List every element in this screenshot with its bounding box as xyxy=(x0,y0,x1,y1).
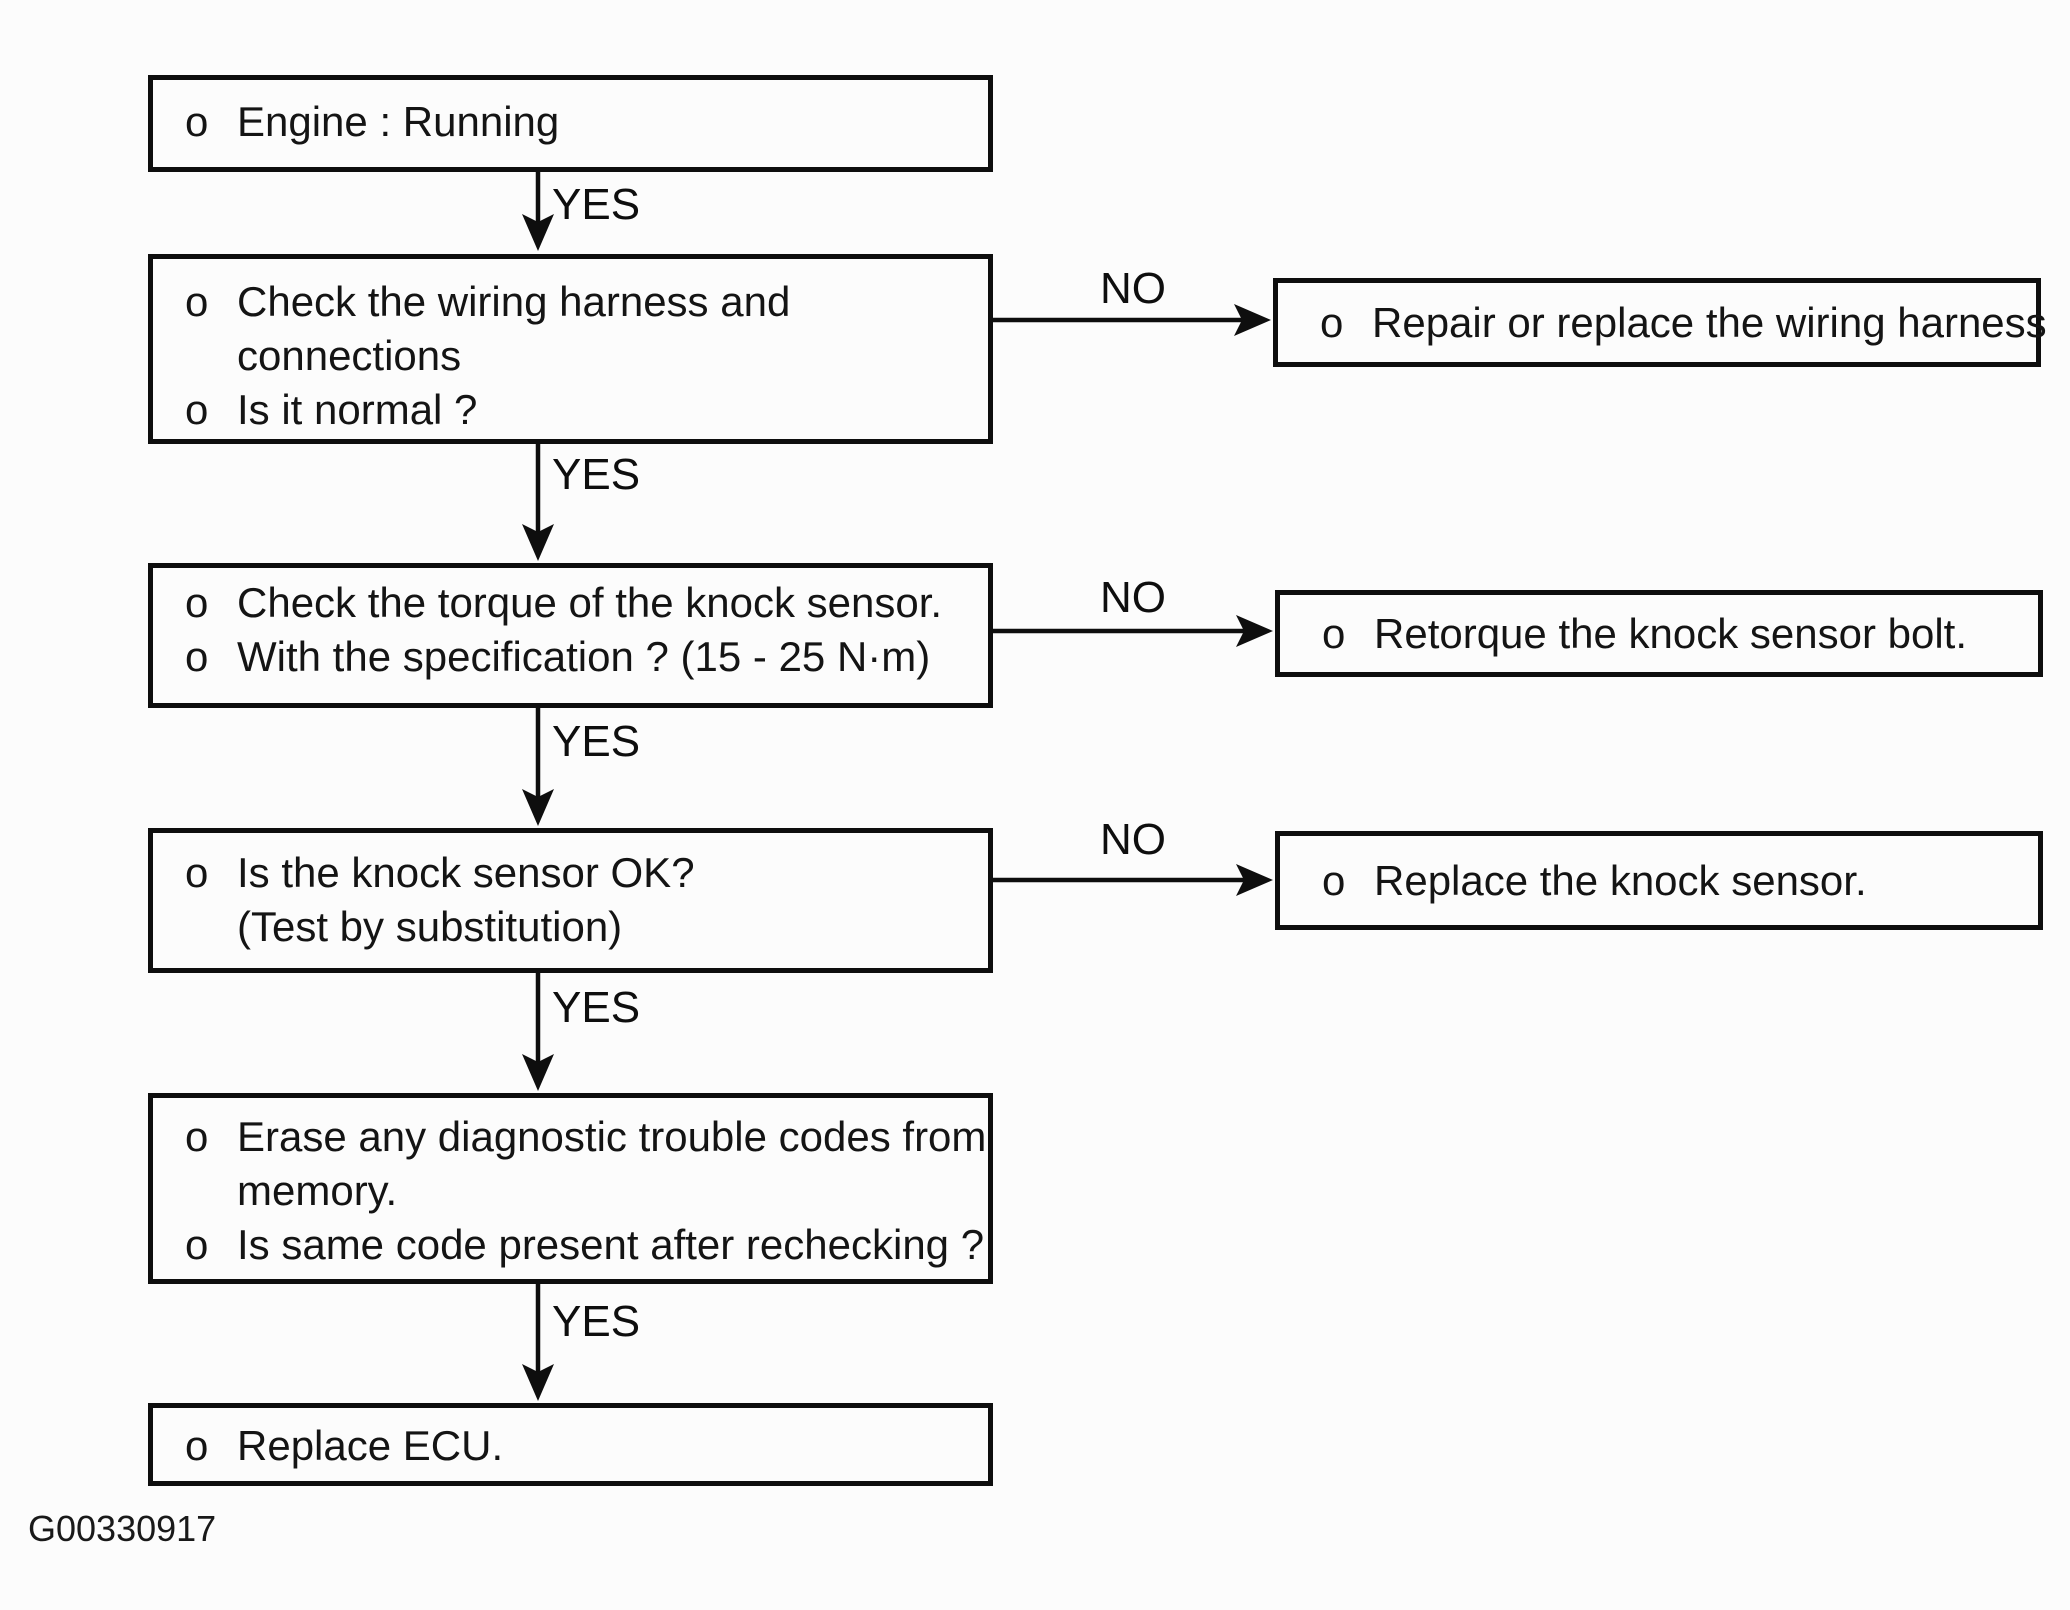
remedy-text: Repair or replace the wiring harness xyxy=(1372,298,2047,346)
no-label-2: NO xyxy=(1100,573,1166,622)
step-text: Erase any diagnostic trouble codes from xyxy=(237,1113,987,1160)
flow-box-engine-running: o Engine : Running xyxy=(148,75,993,172)
step-line: o Check the wiring harness and xyxy=(153,275,988,329)
flow-box-erase-codes: o Erase any diagnostic trouble codes fro… xyxy=(148,1093,993,1284)
step-line: memory. xyxy=(153,1164,988,1218)
no-label-3: NO xyxy=(1100,815,1166,864)
flow-box-repair-wiring: o Repair or replace the wiring harness xyxy=(1273,278,2047,367)
step-bullet: o xyxy=(185,1113,209,1160)
remedy-line: o Retorque the knock sensor bolt. xyxy=(1280,609,1968,657)
remedy-bullet: o xyxy=(1322,856,1346,904)
step-text: connections xyxy=(237,332,462,379)
figure-code: G00330917 xyxy=(28,1508,217,1549)
step-line: o Engine : Running xyxy=(153,95,988,149)
step-bullet: o xyxy=(185,1221,209,1268)
yes-label-4: YES xyxy=(552,983,641,1032)
yes-arrow-3 xyxy=(522,705,554,826)
yes-arrow-4 xyxy=(522,971,554,1091)
remedy-text: Retorque the knock sensor bolt. xyxy=(1374,609,1968,657)
step-bullet: o xyxy=(185,278,209,325)
step-bullet: o xyxy=(185,633,209,680)
flow-box-knock-sensor-ok: o Is the knock sensor OK? (Test by subst… xyxy=(148,828,993,973)
step-text: (Test by substitution) xyxy=(237,903,623,950)
step-text: Check the wiring harness and xyxy=(237,278,791,325)
flow-box-check-wiring-harness: o Check the wiring harness and connectio… xyxy=(148,254,993,444)
step-text: With the specification ? (15 - 25 N·m) xyxy=(237,633,931,680)
yes-arrow-1 xyxy=(522,168,554,251)
remedy-bullet: o xyxy=(1320,298,1344,346)
step-line: connections xyxy=(153,329,988,383)
step-text: Is it normal ? xyxy=(237,386,478,433)
no-arrow-3 xyxy=(991,864,1273,896)
step-line: o Replace ECU. xyxy=(153,1419,988,1473)
step-bullet: o xyxy=(185,386,209,433)
remedy-line: o Repair or replace the wiring harness xyxy=(1278,298,2047,346)
step-bullet: o xyxy=(185,849,209,896)
step-line: o Is same code present after rechecking … xyxy=(153,1218,988,1272)
step-text: Is the knock sensor OK? xyxy=(237,849,695,896)
step-text: Replace ECU. xyxy=(237,1422,504,1469)
step-line: o Is it normal ? xyxy=(153,383,988,437)
remedy-text: Replace the knock sensor. xyxy=(1374,856,1867,904)
yes-label-3: YES xyxy=(552,717,641,766)
step-bullet: o xyxy=(185,1422,209,1469)
step-line: o Check the torque of the knock sensor. xyxy=(153,576,988,630)
yes-label-1: YES xyxy=(552,180,641,229)
no-label-1: NO xyxy=(1100,264,1166,313)
flow-box-replace-ecu: o Replace ECU. xyxy=(148,1403,993,1486)
remedy-bullet: o xyxy=(1322,609,1346,657)
flow-box-check-torque: o Check the torque of the knock sensor. … xyxy=(148,563,993,708)
step-line: o With the specification ? (15 - 25 N·m) xyxy=(153,630,988,684)
flow-box-replace-knock-sensor: o Replace the knock sensor. xyxy=(1275,831,2043,930)
step-bullet: o xyxy=(185,579,209,626)
yes-label-2: YES xyxy=(552,450,641,499)
remedy-line: o Replace the knock sensor. xyxy=(1280,856,1867,904)
yes-arrow-2 xyxy=(522,441,554,561)
flow-box-retorque-bolt: o Retorque the knock sensor bolt. xyxy=(1275,590,2043,677)
yes-arrow-5 xyxy=(522,1281,554,1401)
step-text: Check the torque of the knock sensor. xyxy=(237,579,943,626)
yes-label-5: YES xyxy=(552,1297,641,1346)
step-bullet: o xyxy=(185,98,209,145)
step-text: Engine : Running xyxy=(237,98,560,145)
step-text: Is same code present after rechecking ? xyxy=(237,1221,985,1268)
step-text: memory. xyxy=(237,1167,398,1214)
step-line: (Test by substitution) xyxy=(153,900,988,954)
step-line: o Erase any diagnostic trouble codes fro… xyxy=(153,1110,988,1164)
step-line: o Is the knock sensor OK? xyxy=(153,846,988,900)
